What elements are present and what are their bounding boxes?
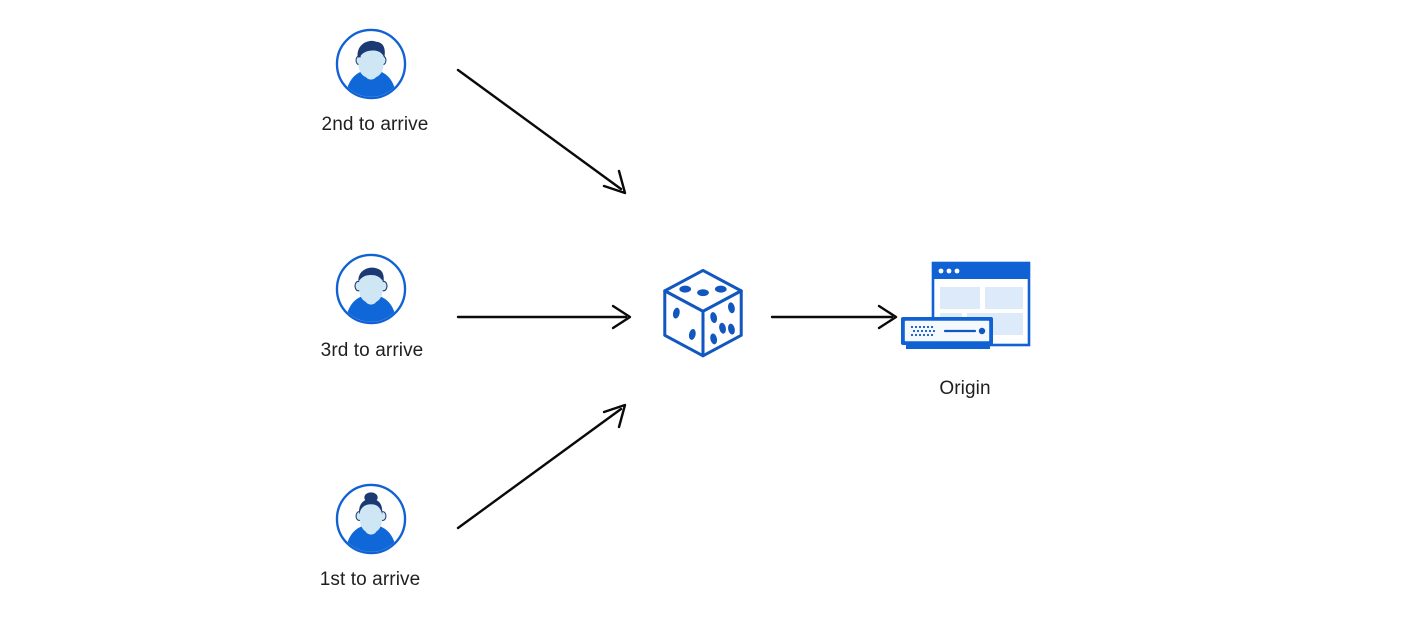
browser-window-icon [931, 261, 1031, 347]
user-avatar-icon [335, 483, 407, 555]
node-label-origin: Origin [939, 378, 991, 399]
user-avatar-icon [335, 253, 407, 325]
origin-server-icon [901, 261, 1031, 349]
user-avatar-icon [335, 28, 407, 100]
node-label-client-1: 1st to arrive [319, 569, 421, 590]
node-label-client-2: 2nd to arrive [321, 114, 429, 135]
node-label-client-3: 3rd to arrive [320, 340, 424, 361]
dice-icon [663, 268, 743, 358]
edge-client1-to-lb [456, 403, 627, 530]
edge-lb-to-origin [770, 304, 898, 330]
rack-server-icon [901, 317, 993, 349]
edge-client3-to-lb [456, 304, 632, 330]
